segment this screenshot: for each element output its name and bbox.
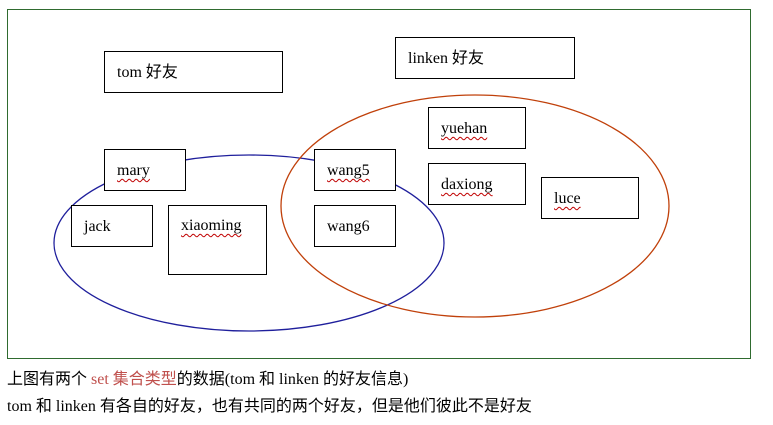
linken-set-ellipse [280,94,670,318]
linken-friends-label: linken 好友 [395,37,575,79]
name-mary: mary [104,149,186,191]
diagram-frame [7,9,751,359]
name-jack: jack [71,205,153,247]
name-xiaoming: xiaoming [168,205,267,275]
name-luce: luce [541,177,639,219]
name-wang5: wang5 [314,149,396,191]
name-daxiong: daxiong [428,163,526,205]
caption-line-2: tom 和 linken 有各自的好友，也有共同的两个好友，但是他们彼此不是好友 [7,398,532,415]
tom-friends-label: tom 好友 [104,51,283,93]
name-wang6: wang6 [314,205,396,247]
name-yuehan: yuehan [428,107,526,149]
caption-line-1: 上图有两个 set 集合类型的数据(tom 和 linken 的好友信息) [7,371,409,388]
caption-highlight: set 集合类型 [87,371,177,388]
tom-set-ellipse [53,154,445,332]
